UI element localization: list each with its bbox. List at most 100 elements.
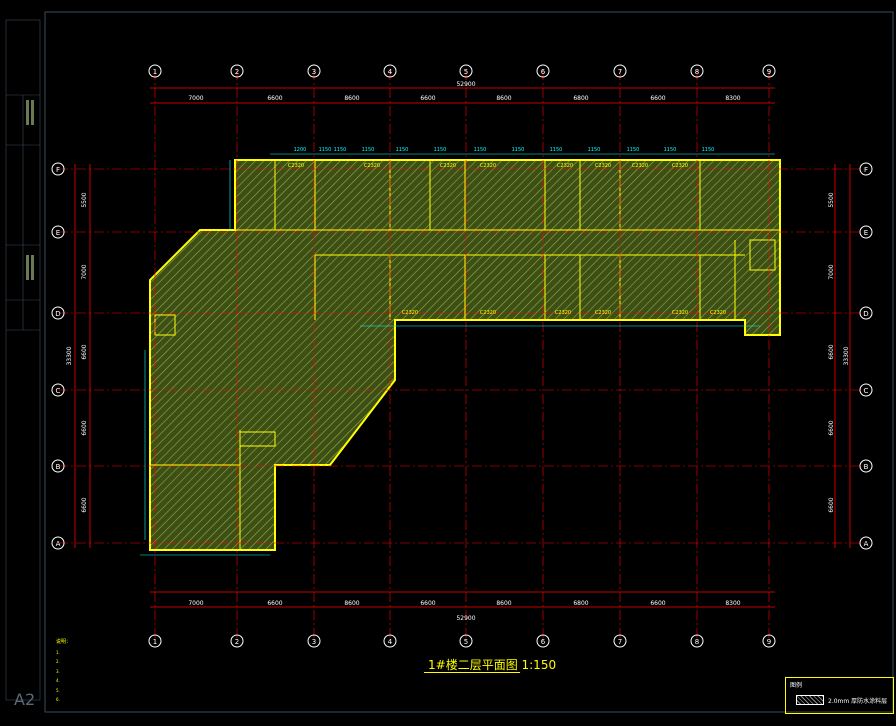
axis-bubble: F xyxy=(859,162,873,176)
svg-text:C: C xyxy=(864,387,869,395)
axis-bubble: D xyxy=(51,306,65,320)
title-underline xyxy=(424,672,520,673)
axis-bubble: A xyxy=(859,536,873,550)
svg-text:6: 6 xyxy=(541,638,546,646)
svg-text:3: 3 xyxy=(312,638,316,646)
dim-label: 8600 xyxy=(496,95,511,102)
note-item: 3. xyxy=(56,668,60,674)
svg-text:B: B xyxy=(56,463,61,471)
dim-label: 33300 xyxy=(66,346,73,365)
axis-bubble: 8 xyxy=(690,64,704,78)
window-code: C2320 xyxy=(595,310,611,316)
legend-hatch-swatch xyxy=(796,695,824,705)
svg-text:3: 3 xyxy=(312,68,316,76)
svg-text:D: D xyxy=(863,310,868,318)
dim-label: 1150 xyxy=(319,147,332,153)
dim-label: 1150 xyxy=(396,147,409,153)
dim-label: 6600 xyxy=(267,600,282,607)
svg-text:1: 1 xyxy=(153,638,157,646)
axis-bubble: E xyxy=(859,225,873,239)
legend: 图例 2.0mm 厚防水涂料层 xyxy=(785,677,894,714)
axis-bubble: 6 xyxy=(536,634,550,648)
axis-bubble: 4 xyxy=(383,64,397,78)
title-block-cells xyxy=(5,19,41,701)
axis-bubble: A xyxy=(51,536,65,550)
top-dimension-labels: 52900 7000 6600 8600 6600 8600 6800 6600… xyxy=(188,81,740,102)
axis-bubble: 9 xyxy=(762,634,776,648)
window-code: C2320 xyxy=(440,163,456,169)
dim-label: 1150 xyxy=(474,147,487,153)
dim-label: 7000 xyxy=(828,264,835,279)
svg-text:2: 2 xyxy=(235,68,239,76)
notes-heading: 说明： xyxy=(56,639,72,645)
dim-label: 8300 xyxy=(725,95,740,102)
svg-text:4: 4 xyxy=(388,68,393,76)
dim-label: 1150 xyxy=(664,147,677,153)
window-code: C2320 xyxy=(288,163,304,169)
axis-bubble: 2 xyxy=(230,64,244,78)
dim-label: 8300 xyxy=(725,600,740,607)
bottom-dimension-labels: 7000 6600 8600 6600 8600 6800 6600 8300 … xyxy=(188,600,740,622)
dim-label: 7000 xyxy=(188,95,203,102)
svg-text:8: 8 xyxy=(695,638,699,646)
svg-text:9: 9 xyxy=(767,68,771,76)
window-code: C2320 xyxy=(480,310,496,316)
axis-bubble: 4 xyxy=(383,634,397,648)
dim-label: 1150 xyxy=(362,147,375,153)
dim-label: 6600 xyxy=(81,497,88,512)
dim-label: 1150 xyxy=(588,147,601,153)
window-code: C2320 xyxy=(672,163,688,169)
window-code: C2320 xyxy=(402,310,418,316)
dim-label: 6600 xyxy=(650,95,665,102)
dim-label: 52900 xyxy=(456,81,475,88)
svg-text:E: E xyxy=(56,229,60,237)
window-code: C2320 xyxy=(632,163,648,169)
window-code: C2320 xyxy=(480,163,496,169)
dim-label: 6800 xyxy=(573,95,588,102)
axis-bubble: D xyxy=(859,306,873,320)
dim-label: 33300 xyxy=(843,346,850,365)
note-item: 6. xyxy=(56,697,60,702)
dim-label: 6600 xyxy=(828,497,835,512)
axis-bubble: B xyxy=(51,459,65,473)
dim-label: 1150 xyxy=(627,147,640,153)
axis-bubble: 7 xyxy=(613,64,627,78)
svg-text:9: 9 xyxy=(767,638,771,646)
grid-lines xyxy=(58,70,866,640)
dim-label: 5500 xyxy=(81,192,88,207)
axis-bubble: 9 xyxy=(762,64,776,78)
column-axis-top: 1 2 3 4 5 6 7 8 9 xyxy=(148,64,776,78)
dim-label: 6600 xyxy=(650,600,665,607)
dim-label: 6600 xyxy=(420,600,435,607)
svg-text:D: D xyxy=(55,310,60,318)
dim-label: 6600 xyxy=(267,95,282,102)
svg-text:8: 8 xyxy=(695,68,699,76)
left-dimension-labels: 5500 7000 6600 6600 6600 33300 xyxy=(66,192,88,512)
title-block-bars xyxy=(26,100,34,280)
note-item: 2. xyxy=(56,659,60,664)
axis-bubble: C xyxy=(51,383,65,397)
dim-label: 1150 xyxy=(702,147,715,153)
dim-label: 6600 xyxy=(81,420,88,435)
floor-plan-area xyxy=(149,159,781,551)
dim-label: 8600 xyxy=(496,600,511,607)
svg-text:2: 2 xyxy=(235,638,239,646)
axis-bubble: B xyxy=(859,459,873,473)
dim-label: 1150 xyxy=(550,147,563,153)
axis-bubble: F xyxy=(51,162,65,176)
axis-bubble: 7 xyxy=(613,634,627,648)
column-axis-bottom: 1 2 3 4 5 6 7 8 9 xyxy=(148,634,776,648)
note-item: 4. xyxy=(56,678,60,683)
window-code: C2320 xyxy=(364,163,380,169)
svg-text:F: F xyxy=(864,166,868,174)
sheet-size-label: A2 xyxy=(14,690,36,709)
interior-walls xyxy=(150,160,780,550)
legend-title: 图例 xyxy=(790,682,803,689)
dim-label: 1150 xyxy=(434,147,447,153)
dim-label: 8600 xyxy=(344,95,359,102)
row-axis-right: F E D C B A xyxy=(859,162,873,550)
axis-bubble: 5 xyxy=(459,64,473,78)
svg-text:A: A xyxy=(56,540,61,548)
axis-bubble: 1 xyxy=(148,634,162,648)
